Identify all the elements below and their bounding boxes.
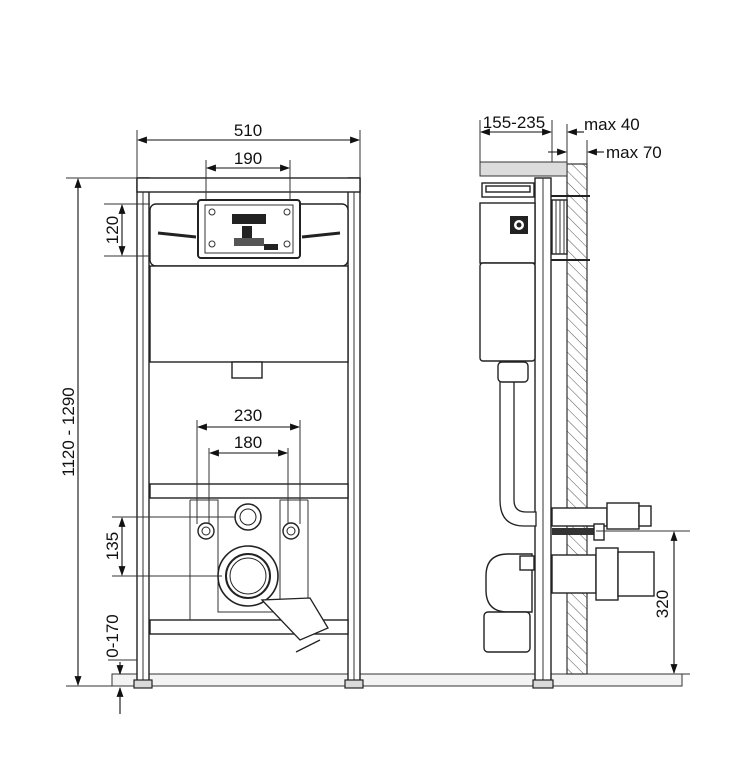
flush-pipe-side — [499, 361, 537, 527]
floor-line — [111, 673, 683, 687]
dim-studs-inner-label: 180 — [234, 433, 262, 452]
drain-outlet — [217, 545, 279, 607]
water-inlet — [234, 503, 262, 531]
dim-panel-width-label: 190 — [234, 149, 262, 168]
dim-depth-label: 155-235 — [483, 113, 545, 132]
dim-outlet-height-label: 320 — [653, 590, 672, 618]
dim-studs-outer-label: 230 — [234, 406, 262, 425]
top-block — [479, 161, 568, 177]
front-view: 510 190 120 1120 - 1290 230 180 135 — [59, 121, 683, 714]
frame-foot-right — [344, 679, 364, 689]
side-view: 155-235 max 40 max 70 320 — [479, 113, 690, 689]
frame-lower-rail — [149, 483, 349, 499]
dim-max70-label: max 70 — [606, 143, 662, 162]
mounting-stud-right — [282, 522, 300, 540]
dim-floor-adjust-label: 0-170 — [103, 614, 122, 657]
dim-drain-offset-label: 135 — [103, 532, 122, 560]
cistern-body — [149, 265, 349, 363]
frame-top-rail — [136, 177, 361, 193]
dim-max40-label: max 40 — [584, 115, 640, 134]
frame-foot-left — [133, 679, 153, 689]
cistern-side-body — [479, 262, 536, 362]
dim-panel-height-label: 120 — [103, 216, 122, 244]
dim-width-label: 510 — [234, 121, 262, 140]
drain-bend — [260, 597, 329, 641]
mounting-stud-left — [197, 522, 215, 540]
wall-section — [566, 163, 588, 675]
flush-pipe — [231, 361, 263, 379]
dim-total-height-label: 1120 - 1290 — [59, 387, 78, 476]
